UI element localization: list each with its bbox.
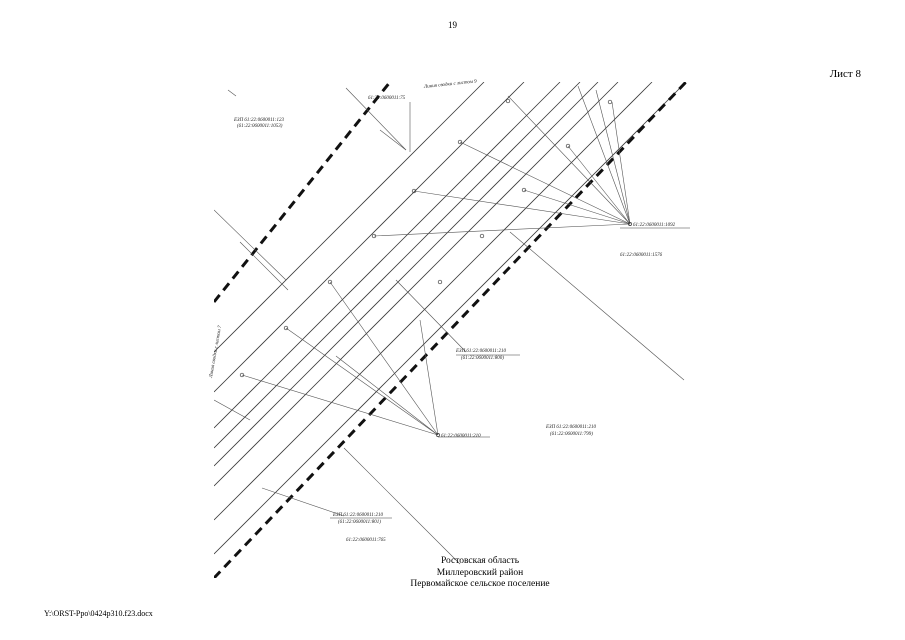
parcel-label: 61:22:0600011:75 [368, 96, 406, 101]
match-line-left-label: Линия сводки с листом 7 [209, 325, 223, 380]
parcel-label: ЕЗП 61:22:0600011:123 [233, 118, 284, 123]
location-caption: Ростовская область Миллеровский район Пе… [380, 556, 580, 591]
parcel-label: 61:22:0600011:210 [441, 434, 481, 439]
survey-points [239, 98, 632, 437]
parcel-label: 61:22:0600011:1576 [620, 253, 663, 258]
parcel-label: ЕЗП 61:22:0600011:210 [545, 425, 596, 430]
parcel-label: 61:22:0600011:765 [346, 538, 386, 543]
sight-lines [214, 85, 685, 565]
settlement-line: Первомайское сельское поселение [410, 579, 550, 589]
parcel-label: (61:22:0600011:800) [461, 356, 504, 361]
match-line-top-label: Линия сводки с листом 9 [423, 79, 478, 90]
file-path: Y:\ORST-Ppo\0424p310.f23.docx [44, 609, 153, 618]
parcel-label: 61:22:0600011:1092 [633, 223, 676, 228]
corridor-lines [214, 82, 687, 555]
parcel-label: (61:22:0600011:801) [338, 520, 381, 525]
district-line: Миллеровский район [436, 567, 524, 578]
region-line: Ростовская область [440, 556, 520, 566]
parcel-label: (61:22:0600011:1053) [237, 124, 283, 129]
parcel-label: (61:22:0600011:799) [550, 432, 593, 437]
plan-labels: Линия сводки с листом 9 Линия сводки с л… [209, 79, 676, 543]
page-number: 19 [448, 20, 457, 30]
parcel-label: ЕЗП 61:22:0600011:210 [332, 513, 383, 518]
sheet-label: Лист 8 [829, 68, 861, 80]
parcel-label: ЕЗП 61:22:0600011:210 [455, 349, 506, 354]
